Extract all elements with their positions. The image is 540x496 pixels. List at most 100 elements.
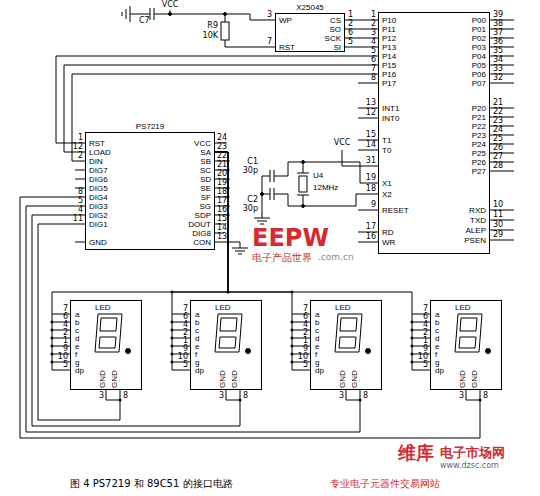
power-and-reset-wiring bbox=[122, 6, 275, 47]
wire bbox=[303, 194, 378, 206]
pin-number: 11 bbox=[493, 211, 503, 219]
pin-number: 5 bbox=[423, 361, 428, 369]
pin-name: SDP bbox=[195, 211, 211, 221]
pin-number: 12 bbox=[73, 143, 83, 151]
pin-name: P17 bbox=[382, 79, 396, 89]
pin-number: 2 bbox=[63, 329, 68, 337]
pin-name: X1 bbox=[382, 179, 392, 189]
pin-name: dp bbox=[195, 366, 204, 376]
pin-number: 7 bbox=[303, 305, 308, 313]
pin-name: SI bbox=[333, 43, 341, 53]
led-display: LEDabcdefgdpGNDGND bbox=[70, 300, 142, 390]
pin-number: 22 bbox=[493, 108, 503, 116]
pin-number: 7 bbox=[267, 38, 272, 46]
wire bbox=[72, 74, 378, 161]
pin-number: 27 bbox=[493, 153, 503, 161]
pin-number: 1 bbox=[303, 337, 308, 345]
pin-name: X2 bbox=[382, 190, 392, 200]
pin-number: 26 bbox=[493, 144, 503, 152]
pin-name: DIG2 bbox=[89, 211, 108, 221]
pin-number: 17 bbox=[366, 223, 376, 231]
pin-number: 22 bbox=[217, 152, 227, 160]
pin-number: 9 bbox=[63, 345, 68, 353]
pin-name: WR bbox=[382, 238, 395, 248]
pin-number: 8 bbox=[243, 392, 248, 400]
pin-number: 3 bbox=[219, 392, 224, 400]
pin-number: 8 bbox=[371, 74, 376, 82]
pin-name: CON bbox=[193, 238, 211, 248]
pin-name: RXD bbox=[469, 206, 486, 216]
pin-name: SO bbox=[329, 25, 341, 35]
pin-name: DIG7 bbox=[89, 166, 108, 176]
pin-number: 3 bbox=[267, 11, 272, 19]
pin-number: 5 bbox=[63, 361, 68, 369]
pin-number: 9 bbox=[423, 345, 428, 353]
pin-number: 4 bbox=[63, 321, 68, 329]
pin-number: 7 bbox=[183, 305, 188, 313]
mcu-pin-stubs bbox=[342, 20, 514, 242]
pin-number: 6 bbox=[303, 313, 308, 321]
pin-number: 15 bbox=[217, 215, 227, 223]
pin-name: SF bbox=[201, 193, 211, 203]
pin-name: INT0 bbox=[382, 114, 399, 124]
pin-number: 34 bbox=[493, 56, 503, 64]
pin-name: SCK bbox=[325, 34, 341, 44]
pin-name: P21 bbox=[472, 113, 486, 123]
component-label: 30p bbox=[243, 167, 258, 175]
pin-number: 11 bbox=[73, 215, 83, 223]
pin-number: 16 bbox=[366, 233, 376, 241]
pin-name: P00 bbox=[472, 16, 486, 26]
watermark: 电子市场网 bbox=[440, 446, 505, 459]
pin-name: GND bbox=[110, 370, 120, 388]
component-label: C7 bbox=[139, 17, 150, 25]
pin-name: GND bbox=[89, 238, 107, 248]
pin-number: 3 bbox=[99, 392, 104, 400]
pin-name: ALEP bbox=[466, 226, 486, 236]
pin-number: 19 bbox=[217, 179, 227, 187]
pin-name: T0 bbox=[382, 146, 391, 156]
pin-number: 8 bbox=[123, 392, 128, 400]
chip-box: X25045WPCSSOSCKRSTSI bbox=[275, 13, 345, 52]
pin-name: P12 bbox=[382, 34, 396, 44]
pin-name: TXD bbox=[470, 216, 486, 226]
led-display: LEDabcdefgdpGNDGND bbox=[190, 300, 262, 390]
pin-number: 1 bbox=[183, 337, 188, 345]
pin-number: 9 bbox=[371, 201, 376, 209]
pin-number: 6 bbox=[348, 29, 353, 37]
pin-name: P04 bbox=[472, 52, 486, 62]
pin-number: 6 bbox=[423, 313, 428, 321]
component-label: C1 bbox=[247, 158, 258, 166]
pin-name: GND bbox=[98, 370, 108, 388]
pin-number: 39 bbox=[493, 11, 503, 19]
pin-number: 10 bbox=[493, 201, 503, 209]
pin-number: 14 bbox=[366, 141, 376, 149]
pin-name: SC bbox=[200, 166, 211, 176]
pin-name: P13 bbox=[382, 43, 396, 53]
pin-number: 10 bbox=[178, 353, 188, 361]
pin-number: 8 bbox=[483, 392, 488, 400]
pin-number: 14 bbox=[217, 224, 227, 232]
pin-name: SB bbox=[200, 157, 211, 167]
pin-name: P06 bbox=[472, 70, 486, 80]
pin-number: 4 bbox=[303, 321, 308, 329]
pin-number: 5 bbox=[78, 197, 83, 205]
pin-number: 2 bbox=[371, 20, 376, 28]
pin-number: 31 bbox=[366, 157, 376, 165]
watermark: 电子产品世界 bbox=[252, 253, 312, 263]
pin-number: 3 bbox=[459, 392, 464, 400]
pin-number: 16 bbox=[217, 206, 227, 214]
pin-number: 18 bbox=[366, 185, 376, 193]
pin-number: 12 bbox=[366, 109, 376, 117]
crystal-symbol: U412MHz bbox=[296, 168, 342, 200]
pin-name: GND bbox=[350, 370, 360, 388]
pin-number: 2 bbox=[78, 152, 83, 160]
pin-name: SA bbox=[200, 148, 211, 158]
watermark: .com.cn bbox=[318, 253, 354, 262]
pin-name: GND bbox=[470, 370, 480, 388]
pin-name: P05 bbox=[472, 61, 486, 71]
pin-name: GND bbox=[338, 370, 348, 388]
pin-number: 3 bbox=[339, 392, 344, 400]
crystal-and-capacitors bbox=[254, 161, 309, 225]
pin-name: DIG3 bbox=[89, 202, 108, 212]
pin-number: 32 bbox=[493, 74, 503, 82]
